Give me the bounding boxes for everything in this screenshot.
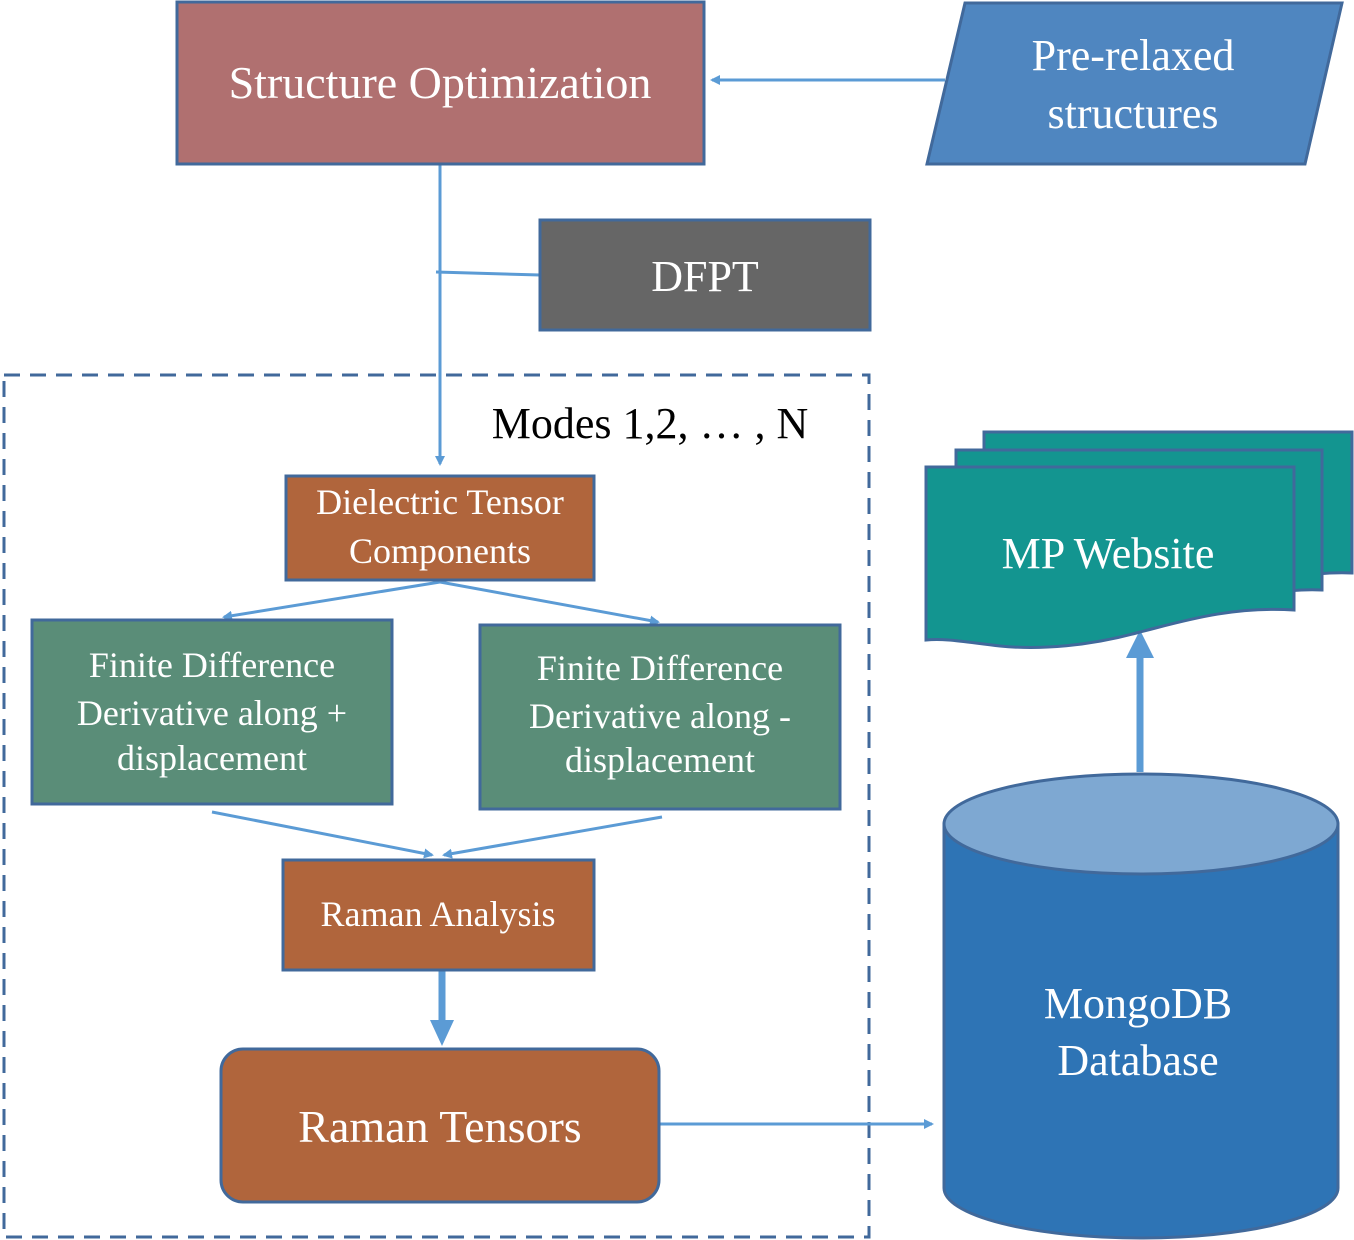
mp-website-label: MP Website: [1002, 529, 1215, 578]
fd-minus-label-line-3: displacement: [565, 740, 755, 780]
structure-optimization-node: Structure Optimization: [175, 0, 706, 166]
dielectric-label-line-2: Components: [349, 531, 531, 571]
dielectric-label-line-1: Dielectric Tensor: [316, 482, 564, 522]
mp-website-node: MP Website: [924, 430, 1354, 649]
fd-plus-label-line-3: displacement: [117, 738, 307, 778]
pre-relaxed-label-line-2: structures: [1047, 89, 1218, 138]
connector-raman-to-tensors-head: [430, 1020, 454, 1046]
fd-minus-label-line-1: Finite Difference: [537, 648, 783, 688]
finite-difference-minus-node: Finite Difference Derivative along - dis…: [478, 623, 842, 811]
mongodb-label-line-1: MongoDB: [1044, 979, 1232, 1028]
structure-optimization-label: Structure Optimization: [229, 57, 652, 108]
raman-analysis-label: Raman Analysis: [321, 894, 556, 934]
connector-mongodb-to-website-head: [1126, 630, 1154, 658]
modes-loop-boundary: [2, 373, 871, 1239]
mongodb-label-line-2: Database: [1057, 1036, 1218, 1085]
connector-dielectric-to-fdminus: [439, 580, 660, 626]
connector-dfpt-to-main: [435, 270, 541, 277]
finite-difference-plus-node: Finite Difference Derivative along + dis…: [30, 618, 394, 806]
raman-tensors-node: Raman Tensors: [219, 1047, 661, 1204]
connector-dielectric-to-fdplus: [222, 580, 441, 621]
fd-minus-label-line-2: Derivative along -: [529, 696, 791, 736]
pre-relaxed-structures-node: Pre-relaxed structures: [925, 1, 1344, 166]
dielectric-tensor-node: Dielectric Tensor Components: [284, 474, 596, 582]
raman-analysis-node: Raman Analysis: [281, 858, 596, 972]
dfpt-label: DFPT: [651, 252, 759, 301]
connector-fdplus-to-raman: [211, 810, 434, 859]
fd-plus-label-line-1: Finite Difference: [89, 645, 335, 685]
dfpt-node: DFPT: [538, 218, 872, 332]
pre-relaxed-label-line-1: Pre-relaxed: [1032, 31, 1235, 80]
fd-plus-label-line-2: Derivative along +: [77, 693, 347, 733]
raman-tensors-label: Raman Tensors: [298, 1101, 581, 1152]
connector-fdminus-to-raman: [442, 815, 663, 859]
mongodb-database-node: MongoDB Database: [942, 772, 1340, 1240]
modes-label: Modes 1,2, … , N: [492, 399, 809, 448]
